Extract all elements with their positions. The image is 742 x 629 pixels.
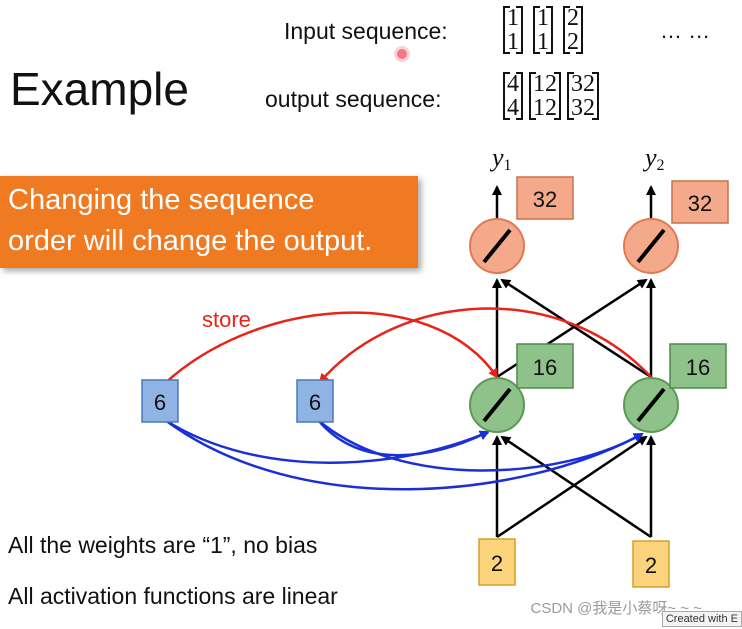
store-arrow-2 [318,307,652,384]
input-vector-1-bottom: 1 [507,29,519,55]
input-vector-3-top: 2 [567,5,579,31]
input-to-hidden-connections [492,435,656,539]
input-vector-1-top: 1 [507,5,519,31]
y1-label: y1 [489,143,512,174]
hidden-value-1: 16 [533,355,557,380]
input-vector-3: 2 2 [563,6,583,54]
input-sequence-vectors: 1 1 1 1 2 2 [503,6,583,54]
hidden-value-box-2 [669,343,727,389]
output-neuron-2 [623,218,679,274]
csdn-watermark: CSDN @我是小蔡呀~ ~ ~ [530,600,702,617]
input-vector-2-bottom: 1 [537,29,549,55]
input-vector-2-top: 1 [537,5,549,31]
memory-box-1 [141,379,179,423]
hidden-neuron-1 [469,377,525,433]
input-sequence-label: Input sequence: [284,18,448,44]
output-vector-1-top: 4 [507,71,519,97]
output-vector-3: 32 32 [567,72,599,120]
memory-arrows [164,418,644,491]
y2-label: y2 [642,143,665,174]
output-sequence-vectors: 4 4 12 12 32 32 [503,72,599,120]
banner-line-2: order will change the output. [8,225,373,257]
output-value-2: 32 [688,191,712,216]
input-value-1: 2 [491,551,503,576]
memory-box-2 [296,379,334,423]
output-vector-2-bottom: 12 [533,95,557,121]
output-value-box-1 [516,176,574,220]
output-vector-2: 12 12 [529,72,561,120]
output-arrows [492,185,656,218]
hidden-value-box-1 [516,343,574,389]
hidden-value-2: 16 [686,355,710,380]
store-arrow-1 [159,311,499,389]
input-value-2: 2 [645,553,657,578]
weights-note: All the weights are “1”, no bias [8,532,318,558]
input-box-2 [632,540,670,588]
input-vector-1: 1 1 [503,6,523,54]
memory-value-2: 6 [309,390,321,415]
pointer-dot-icon [397,49,407,59]
hidden-neuron-2 [623,377,679,433]
output-vector-2-top: 12 [533,71,557,97]
store-label: store [202,307,251,332]
input-ellipsis: … … [660,18,711,43]
input-vector-2: 1 1 [533,6,553,54]
sequence-order-banner: Changing the sequence order will change … [0,176,418,268]
store-arrows [159,307,652,389]
input-box-1 [478,538,516,586]
output-vector-1-bottom: 4 [507,95,519,121]
banner-line-1: Changing the sequence [8,184,315,216]
output-vector-3-top: 32 [571,71,595,97]
output-vector-3-bottom: 32 [571,95,595,121]
input-vector-3-bottom: 2 [567,29,579,55]
output-value-1: 32 [533,187,557,212]
output-value-box-2 [671,180,729,224]
output-sequence-label: output sequence: [265,86,442,112]
memory-value-1: 6 [154,390,166,415]
output-vector-1: 4 4 [503,72,523,120]
page-title: Example [10,63,189,115]
activation-note: All activation functions are linear [8,583,338,609]
created-with-tag: Created with E [661,611,742,627]
output-neuron-1 [469,218,525,274]
